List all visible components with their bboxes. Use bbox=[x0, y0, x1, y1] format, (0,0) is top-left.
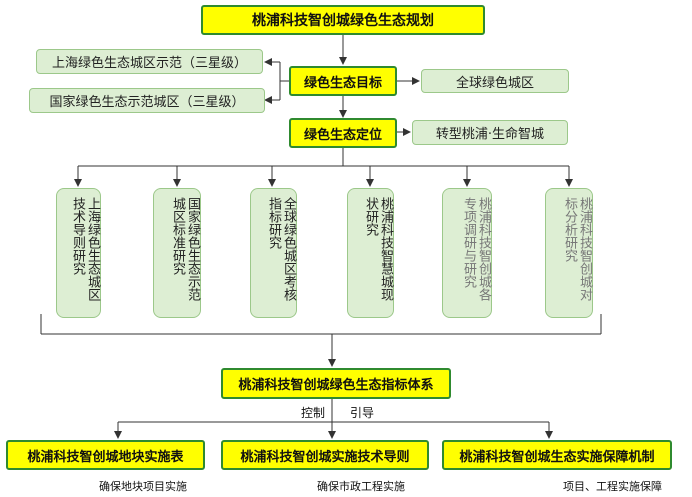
guide-label: 引导 bbox=[350, 406, 375, 420]
study-box-1: 上海绿色生态城区技术导则研究 bbox=[56, 188, 101, 318]
output-caption-2: 确保市政工程实施 bbox=[317, 480, 405, 493]
goal-box: 绿色生态目标 bbox=[289, 66, 397, 96]
study-text-6: 桃浦科技智创城对标分析研究 bbox=[562, 197, 592, 301]
study-text-5: 桃浦科技智创城各专项调研与研究 bbox=[461, 197, 491, 301]
study-text-1: 上海绿色生态城区技术导则研究 bbox=[70, 197, 100, 301]
output-text-1: 桃浦科技智创城地块实施表 bbox=[27, 449, 184, 465]
study-text-2: 国家绿色生态示范城区标准研究 bbox=[170, 197, 200, 301]
system-box: 桃浦科技智创城绿色生态指标体系 bbox=[221, 368, 451, 399]
output-caption-1: 确保地块项目实施 bbox=[99, 480, 187, 493]
goal-right-text: 全球绿色城区 bbox=[455, 75, 534, 91]
positioning-box: 绿色生态定位 bbox=[289, 118, 397, 148]
goal-left-top-box: 上海绿色生态城区示范（三星级） bbox=[36, 49, 263, 74]
study-text-3: 全球绿色城区考核指标研究 bbox=[266, 197, 296, 301]
output-box-3: 桃浦科技智创城生态实施保障机制 bbox=[442, 440, 672, 470]
study-box-6: 桃浦科技智创城对标分析研究 bbox=[545, 188, 593, 318]
study-box-3: 全球绿色城区考核指标研究 bbox=[250, 188, 297, 318]
control-label: 控制 bbox=[301, 406, 326, 420]
goal-left-top-text: 上海绿色生态城区示范（三星级） bbox=[51, 56, 247, 71]
output-box-1: 桃浦科技智创城地块实施表 bbox=[6, 440, 205, 470]
system-text: 桃浦科技智创城绿色生态指标体系 bbox=[238, 378, 434, 393]
study-box-4: 桃浦科技智慧城现状研究 bbox=[347, 188, 394, 318]
goal-left-bottom-box: 国家绿色生态示范城区（三星级） bbox=[29, 88, 265, 113]
output-box-2: 桃浦科技智创城实施技术导则 bbox=[221, 440, 429, 470]
output-caption-3: 项目、工程实施保障 bbox=[563, 480, 662, 493]
study-text-4: 桃浦科技智慧城现状研究 bbox=[363, 197, 393, 301]
goal-left-bottom-text: 国家绿色生态示范城区（三星级） bbox=[49, 95, 245, 110]
study-box-5: 桃浦科技智创城各专项调研与研究 bbox=[442, 188, 492, 318]
title-box: 桃浦科技智创城绿色生态规划 bbox=[201, 5, 485, 35]
positioning-right-text: 转型桃浦·生命智城 bbox=[435, 127, 545, 142]
output-text-2: 桃浦科技智创城实施技术导则 bbox=[240, 449, 410, 465]
study-box-2: 国家绿色生态示范城区标准研究 bbox=[153, 188, 201, 318]
goal-text: 绿色生态目标 bbox=[303, 75, 382, 91]
positioning-right-box: 转型桃浦·生命智城 bbox=[412, 120, 568, 145]
goal-right-box: 全球绿色城区 bbox=[421, 69, 569, 93]
title-text: 桃浦科技智创城绿色生态规划 bbox=[252, 13, 434, 29]
output-text-3: 桃浦科技智创城生态实施保障机制 bbox=[459, 449, 655, 465]
positioning-text: 绿色生态定位 bbox=[303, 127, 382, 143]
